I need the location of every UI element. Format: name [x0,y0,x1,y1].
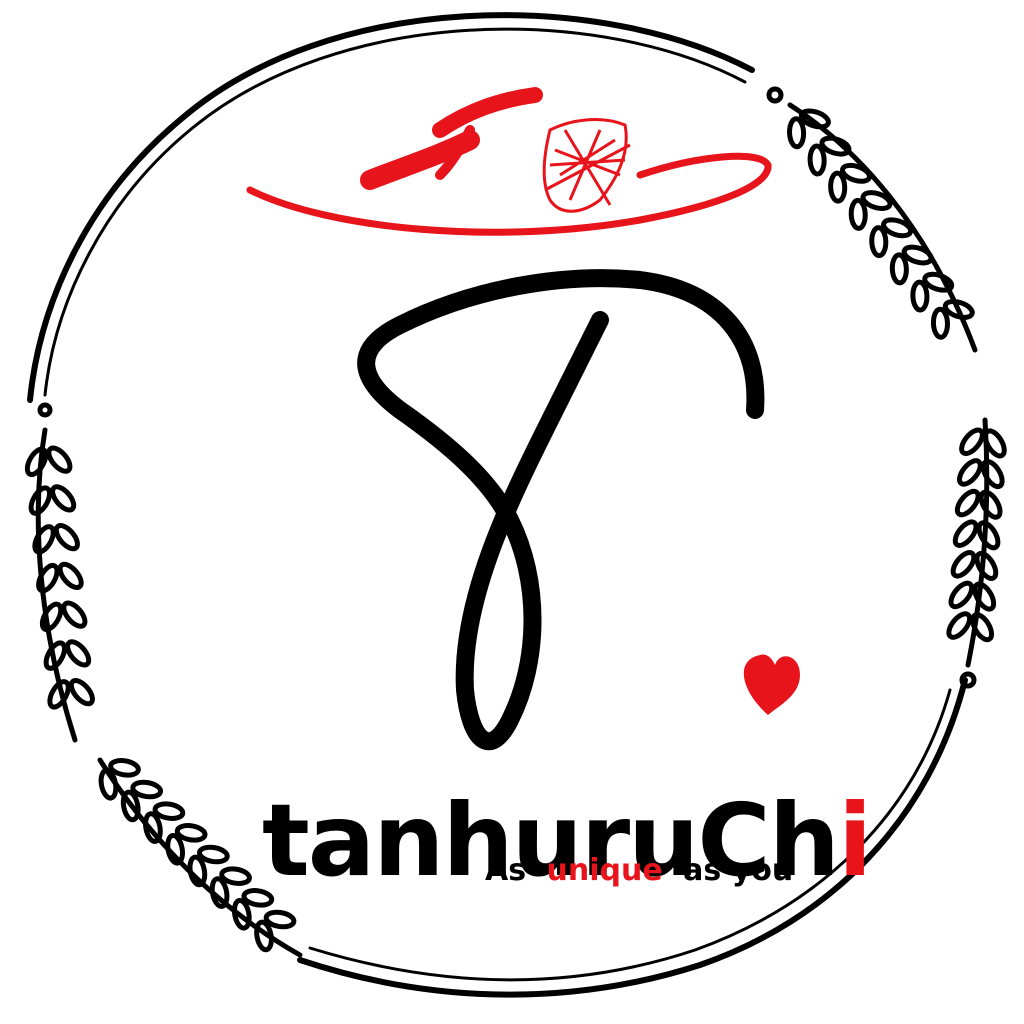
laurel-leaf-icon [807,143,827,177]
laurel-leaf-icon [946,611,973,640]
laurel-leaf-icon [978,489,1003,520]
laurel-leaf-icon [28,485,53,516]
laurel-leaf-icon [65,639,92,668]
brand-name-text: tanhuruChi [262,782,870,899]
laurel-leaf-icon [982,428,1007,459]
laurel-leaf-icon [970,612,995,643]
laurel-leaf-icon [828,170,848,204]
laurel-leaf-icon [954,488,981,518]
laurel-leaf-icon [120,789,141,823]
laurel-leaf-icon [53,523,80,552]
laurel-leaf-icon [942,299,975,320]
monogram-t-icon [357,269,765,751]
laurel-leaf-icon [231,897,252,931]
laurel-leaf-icon [848,197,868,231]
laurel-leaf-icon [952,519,979,548]
laurel-leaf-icon [152,801,186,821]
laurel-leaf-icon [254,919,274,953]
wordmark: tanhuruChi As unique as you [262,654,872,899]
laurel-leaf-icon [39,601,64,633]
laurel-leaf-icon [241,888,275,908]
laurel-leaf-icon [787,116,807,150]
tagline-text: As unique as you [485,853,793,888]
laurel-leaf-icon [819,135,852,157]
laurel-leaf-icon [959,427,985,457]
laurel-leaf-icon [108,758,141,778]
laurel-leaf-icon [263,909,297,930]
laurel-leaf-icon [68,678,95,707]
heart-icon [743,654,800,715]
laurel-leaf-icon [57,561,84,590]
laurel-leaf-icon [950,550,977,579]
laurel-leaf-icon [869,225,889,259]
laurel-leaf-icon [46,445,73,474]
laurel-leaf-icon [61,600,88,629]
laurel-leaf-icon [187,854,208,888]
laurel-leaf-icon [860,190,893,212]
laurel-leaf-icon [922,271,955,293]
laurel-leaf-icon [839,162,872,184]
laurel-leaf-icon [881,217,914,239]
laurel-leaf-icon [174,823,208,843]
laurel-leaf-icon [143,811,163,844]
laurel-leaf-icon [948,580,975,610]
laurel-leaf-icon [165,832,185,866]
laurel-leaf-icon [930,306,950,340]
laurel-leaf-icon [43,640,68,671]
laurel-leaf-icon [972,581,997,612]
hat-brush-icon [246,87,772,236]
laurel-leaf-icon [98,767,119,801]
laurel-leaf-icon [980,459,1005,490]
laurel-leaf-icon [957,458,983,487]
laurel-leaf-icon [901,244,934,266]
outer-ring [27,12,968,998]
laurel-leaf-icon [910,279,930,313]
laurel-leaf-icon [209,876,230,909]
laurel-leaf-icon [798,108,831,130]
laurel-leaf-icon [197,844,230,865]
laurel-leaf-icon [50,484,77,513]
laurel-leaf-icon [47,679,71,710]
laurel-leaves [24,108,1007,953]
laurel-leaf-icon [889,252,909,286]
laurel-leaf-icon [36,562,60,594]
laurel-leaf-icon [974,550,999,581]
laurel-leaf-icon [130,779,164,800]
laurel-leaf-icon [24,446,49,478]
laurel-leaf-icon [976,520,1001,551]
laurel-leaf-icon [32,524,56,555]
laurel-leaf-icon [219,866,252,886]
